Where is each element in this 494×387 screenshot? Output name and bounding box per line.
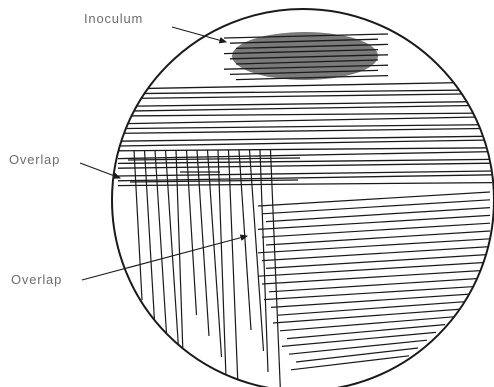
- streak-line-4: [271, 293, 481, 307]
- streak-line-4: [289, 340, 427, 354]
- streak-line-2: [118, 128, 492, 133]
- streak-line-4: [278, 301, 472, 315]
- streak-line-3: [155, 150, 167, 342]
- streak-line-4: [264, 286, 490, 300]
- streak-line-4: [273, 309, 463, 323]
- streak-line-2: [118, 94, 492, 99]
- streak-line-2: [118, 90, 492, 94]
- streak-line-4: [287, 325, 445, 339]
- streak-line-4: [282, 332, 436, 346]
- streak-line-4: [269, 278, 490, 292]
- streak-set-2: [118, 82, 492, 186]
- streak-line-2: [118, 117, 492, 124]
- streak-line-2: [118, 183, 492, 186]
- streak-line-4: [262, 270, 490, 284]
- streak-line-4: [262, 200, 490, 214]
- streak-set-4: [258, 192, 490, 370]
- streak-line-4: [262, 223, 490, 237]
- inoculum-label: Inoculum: [84, 11, 143, 26]
- streak-line-2: [118, 125, 492, 129]
- streak-line-4: [280, 317, 454, 331]
- streak-line-4: [258, 215, 490, 229]
- streak-line-4: [262, 247, 490, 261]
- streak-line-2: [118, 82, 492, 89]
- streak-line-4: [258, 239, 490, 253]
- overlap-label-2: Overlap: [11, 272, 62, 287]
- streak-line-2: [118, 148, 492, 151]
- streak-line-3: [197, 150, 209, 336]
- streak-line-2: [118, 113, 492, 116]
- streak-line-3: [239, 150, 251, 330]
- streak-line-4: [296, 348, 418, 362]
- streak-line-3: [134, 150, 142, 300]
- streak-line-3: [229, 150, 239, 387]
- streak-line-4: [258, 262, 490, 276]
- overlap-label-1: Overlap: [9, 152, 60, 167]
- streak-line-2: [118, 163, 492, 168]
- streak-line-4: [291, 356, 409, 370]
- streak-line-4: [258, 192, 490, 206]
- streak-line-2: [118, 152, 492, 159]
- streak-line-4: [266, 231, 490, 245]
- streak-line-4: [266, 254, 490, 268]
- streak-line-4: [266, 208, 490, 222]
